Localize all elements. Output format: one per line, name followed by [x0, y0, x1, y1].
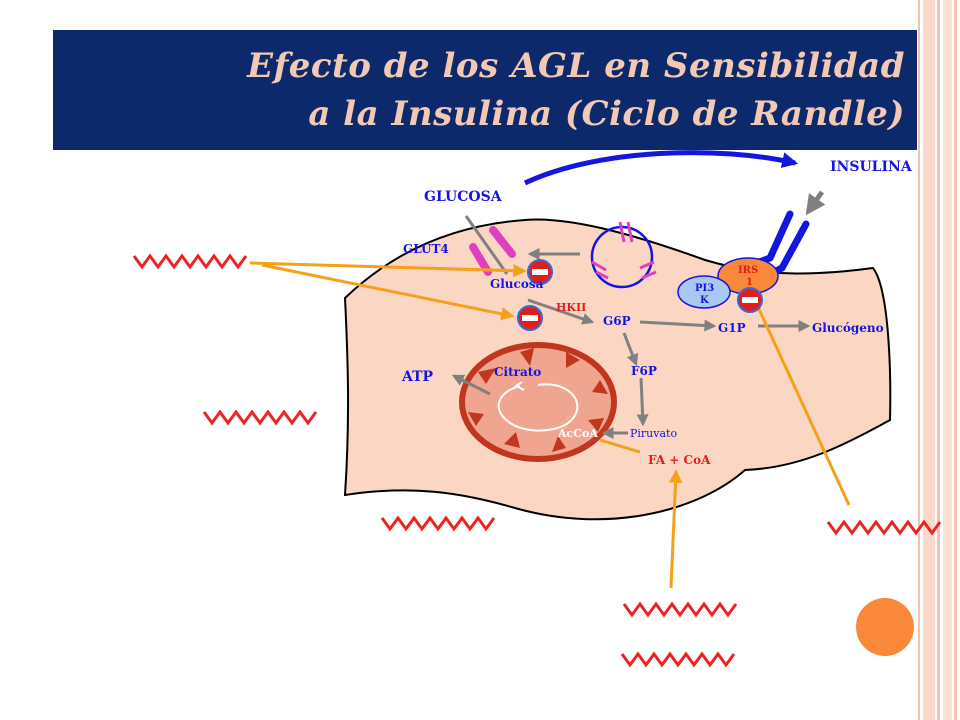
- decor-circle: [856, 598, 914, 656]
- label-acoa: AcCoA: [557, 427, 598, 440]
- label-insulina: INSULINA: [830, 159, 913, 175]
- label-g1p: G1P: [718, 321, 746, 335]
- fatty-acid-1: [132, 253, 248, 270]
- citrate-to-atp-arrow: [451, 374, 491, 396]
- fatty-acid-4: [826, 519, 942, 536]
- label-glut4: GLUT4: [403, 242, 449, 256]
- f6p-to-pyruvate-arrow: [636, 377, 649, 427]
- insulin-binding-arrow: [805, 190, 826, 216]
- label-glucosa-ext: GLUCOSA: [424, 189, 503, 205]
- label-piruvato: Piruvato: [630, 427, 677, 440]
- inhibit-badge-glut4: [527, 259, 553, 285]
- label-g6p: G6P: [603, 314, 631, 328]
- fa-to-facoa-arrow: [668, 469, 683, 589]
- label-irs-2: 1: [746, 277, 753, 288]
- label-atp: ATP: [401, 369, 434, 385]
- title-line-2: a la Insulina (Ciclo de Randle): [308, 94, 905, 134]
- label-hkii: HKII: [556, 301, 586, 314]
- decor-stripe-5: [954, 0, 957, 720]
- insulin-curve-arrow: [523, 150, 799, 186]
- glut4-transporter: [469, 226, 516, 276]
- decor-stripe-3: [937, 0, 940, 720]
- fatty-acid-5: [622, 601, 738, 618]
- inhibit-badge-irs1: [737, 287, 763, 313]
- facoa-to-acoa-arrow: [599, 438, 641, 454]
- fatty-acid-3: [380, 515, 496, 532]
- fa-to-hkii-inhibit-arrow: [261, 263, 515, 321]
- label-irs-1: IRS: [738, 265, 758, 276]
- g6p-to-f6p-arrow: [622, 332, 639, 367]
- label-citrato: Citrato: [494, 365, 541, 379]
- label-fa-coa: FA + CoA: [648, 453, 711, 467]
- glucose-entry-arrow: [464, 215, 509, 275]
- inhibit-badge-hkii: [517, 305, 543, 331]
- glut4-vesicle: [590, 221, 657, 289]
- fa-to-irs1-inhibit-arrow: [750, 291, 851, 506]
- label-f6p: F6P: [631, 364, 657, 378]
- pi3k-node: [677, 275, 731, 309]
- g6p-to-g1p-arrow: [639, 319, 717, 332]
- label-pi3k-2: K: [700, 295, 709, 306]
- decor-stripe-2: [923, 0, 935, 720]
- title-bar: Efecto de los AGL en Sensibilidad a la I…: [53, 30, 917, 150]
- fatty-acid-6: [620, 651, 736, 668]
- decor-stripe-1: [918, 0, 920, 720]
- title-line-1: Efecto de los AGL en Sensibilidad: [247, 46, 905, 86]
- glucose-to-g6p-arrow: [527, 298, 595, 325]
- fatty-acid-2: [202, 409, 318, 426]
- mitochondria: [459, 342, 617, 462]
- label-pi3k-1: PI3: [695, 283, 714, 294]
- label-glucosa-int: Glucosa: [490, 277, 544, 291]
- fa-to-glucose-inhibit-arrow: [249, 261, 527, 278]
- decor-stripe-4: [943, 0, 952, 720]
- label-glucogeno: Glucógeno: [812, 321, 884, 335]
